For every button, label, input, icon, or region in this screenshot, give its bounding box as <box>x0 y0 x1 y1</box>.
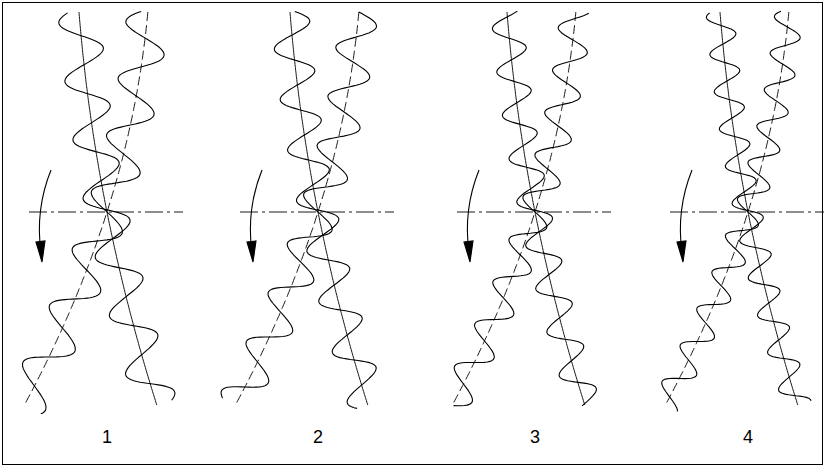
gear-teeth-profile <box>274 12 376 409</box>
rotation-arrow <box>250 170 262 252</box>
center-line <box>240 212 394 213</box>
gear-teeth-profile <box>454 13 589 406</box>
pitch-line-solid <box>720 12 798 405</box>
pitch-line-dashed <box>452 12 575 405</box>
panel-number: 1 <box>102 428 112 446</box>
panel-number: 2 <box>313 428 323 446</box>
center-line <box>670 212 824 213</box>
pitch-line-dashed <box>665 12 788 405</box>
arrow-head <box>677 241 686 262</box>
rotation-arrow <box>680 170 692 252</box>
gear-teeth-profile <box>492 11 596 406</box>
arrow-head <box>36 241 45 262</box>
gear-teeth-profile <box>662 11 800 411</box>
gear-teeth-profile <box>221 12 376 398</box>
gear-teeth-profile <box>59 13 175 400</box>
pitch-line-solid <box>290 12 368 405</box>
pitch-line-solid <box>507 12 585 405</box>
arrow-head <box>464 241 473 262</box>
panel-number: 4 <box>743 428 753 446</box>
panel-number: 3 <box>530 428 540 446</box>
gear-teeth-profile <box>706 13 811 401</box>
pitch-line-solid <box>79 12 157 405</box>
center-line <box>457 212 611 213</box>
arrow-head <box>247 241 256 262</box>
rotation-arrow <box>467 170 479 252</box>
pitch-line-dashed <box>235 12 358 405</box>
rotation-arrow <box>39 170 51 252</box>
center-line <box>29 212 183 213</box>
frame-border <box>3 3 823 465</box>
